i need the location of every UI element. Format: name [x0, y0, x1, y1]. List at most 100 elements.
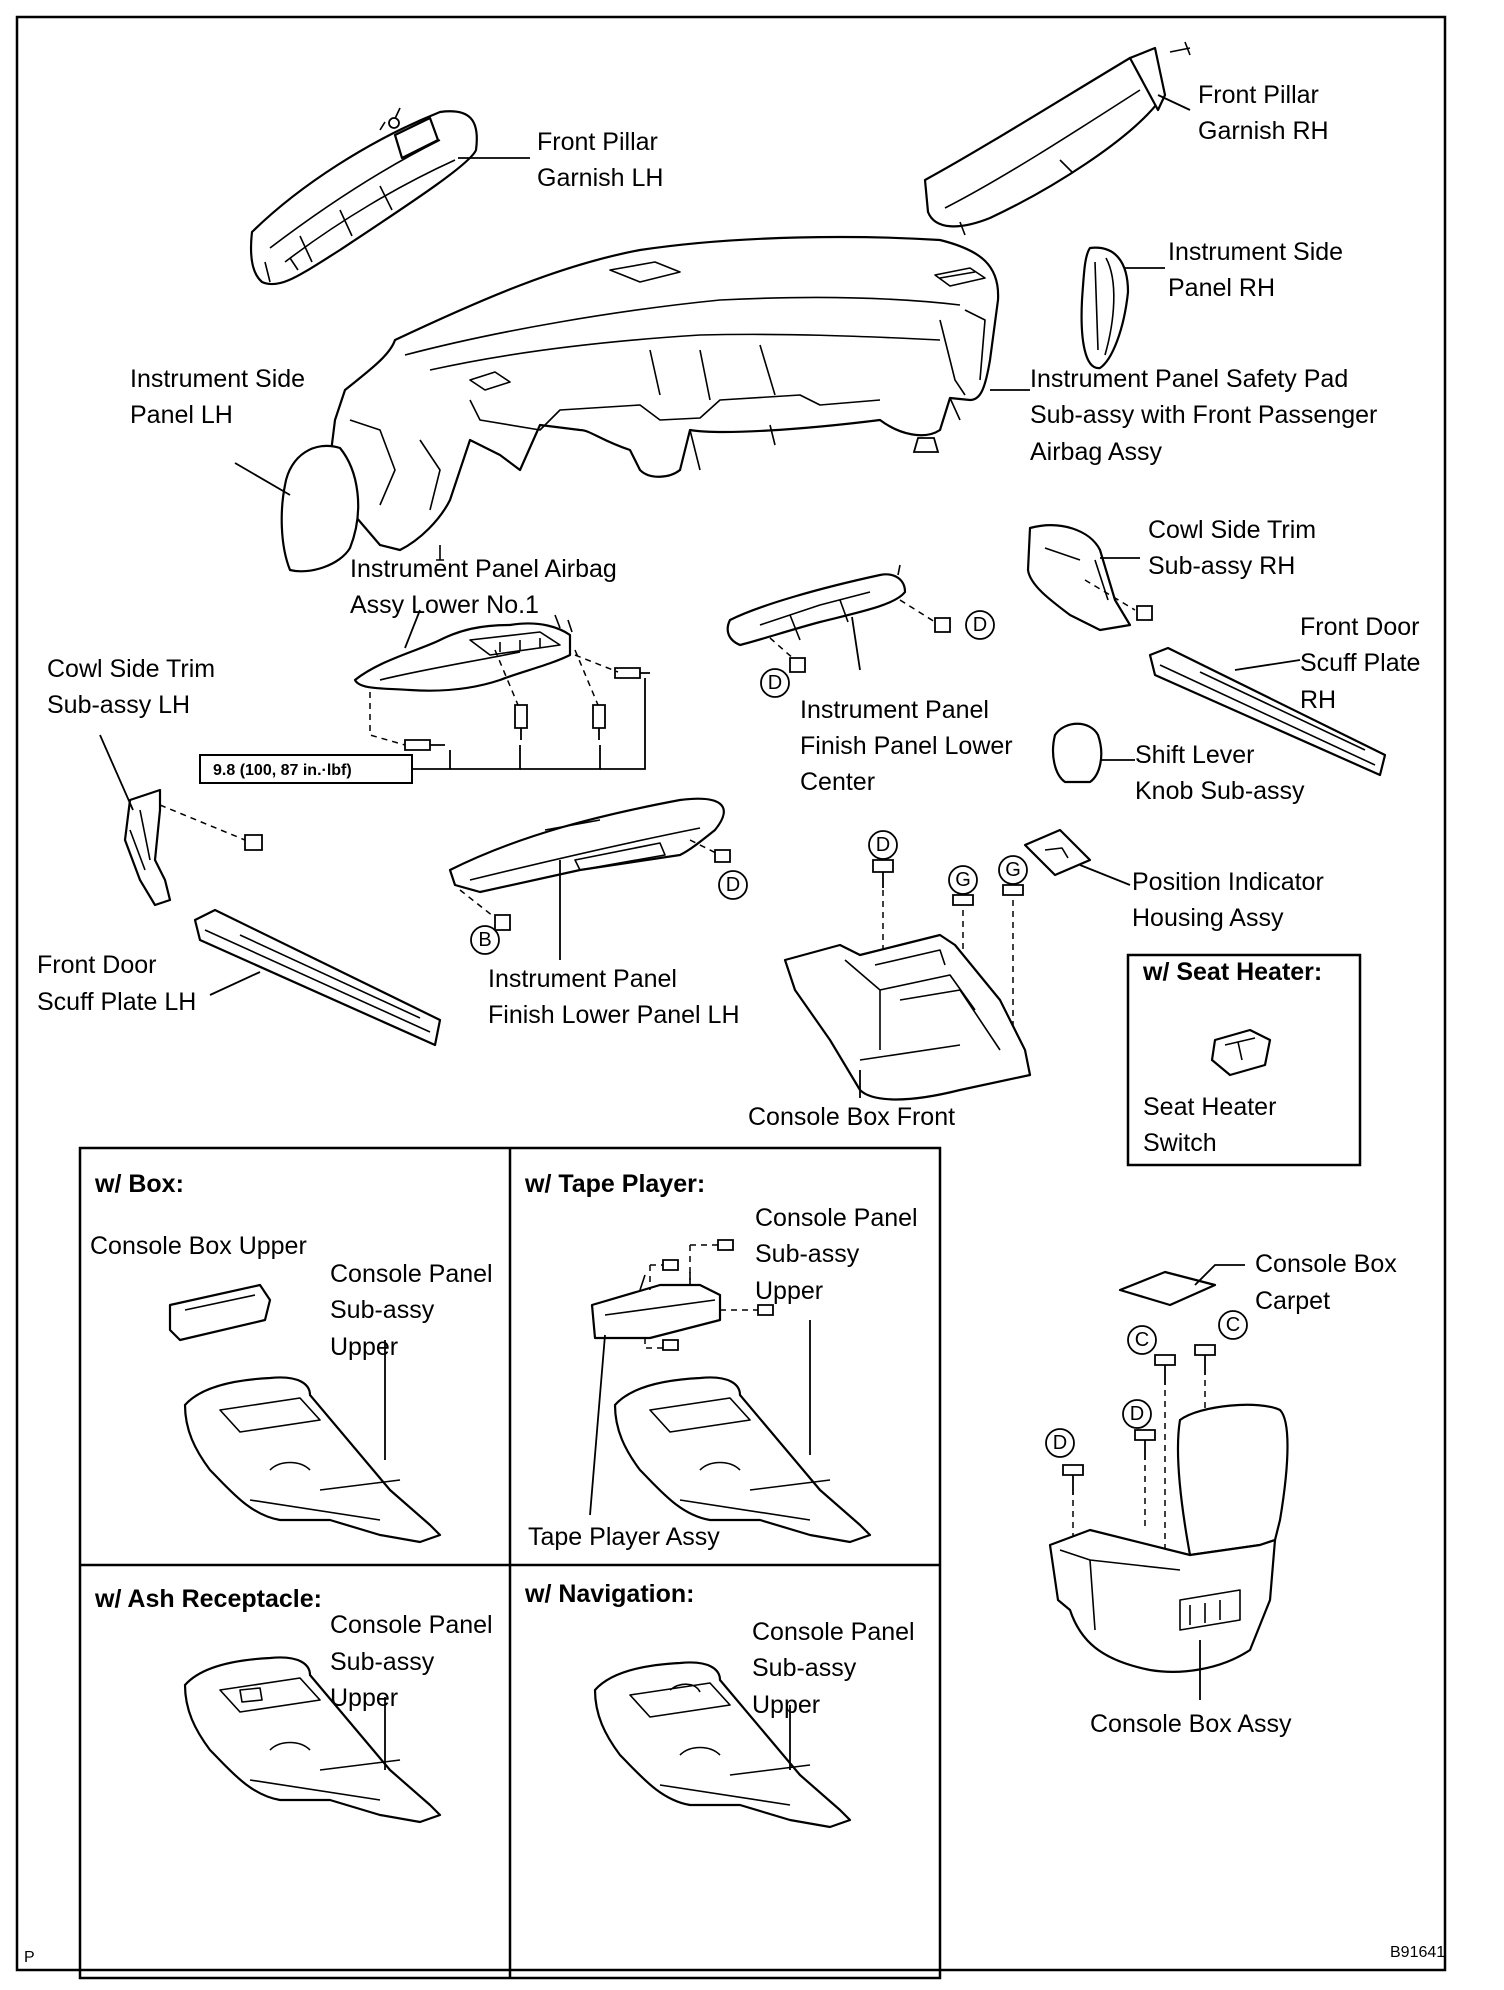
label-carpet-2: Carpet [1255, 1287, 1330, 1315]
variant-ash-panel-1: Console Panel [330, 1611, 493, 1639]
label-airbag-lower-2: Assy Lower No.1 [350, 591, 539, 619]
label-cowl-rh-1: Cowl Side Trim [1148, 516, 1316, 544]
label-finish-lower-lh-1: Instrument Panel [488, 965, 677, 993]
tape-console-panel-part [590, 1272, 872, 1544]
tape-dash-4 [644, 1338, 663, 1349]
torque-spec: 9.8 (100, 87 in.·lbf) [199, 754, 413, 784]
scuff-plate-rh-part [1148, 646, 1387, 777]
cowl-rh-clip [1136, 605, 1153, 621]
airbag-bolts [404, 667, 650, 751]
finish-lower-lh-clip-left [494, 914, 511, 931]
label-seat-heater-switch-2: Switch [1143, 1129, 1217, 1157]
label-finish-lower-lh-2: Finish Lower Panel LH [488, 1001, 740, 1029]
instrument-panel-safety-pad-part [328, 235, 1000, 561]
label-safety-pad-1: Instrument Panel Safety Pad [1030, 365, 1348, 393]
console-box-carpet-part [1118, 1270, 1217, 1307]
console-box-assy-part [1048, 1403, 1289, 1673]
finish-center-dash-left [769, 637, 796, 661]
label-front-pillar-rh-1: Front Pillar [1198, 81, 1319, 109]
label-inst-side-lh-1: Instrument Side [130, 365, 305, 393]
fastener-c-console-box-1: C [1127, 1325, 1157, 1355]
fastener-d-center-left: D [760, 668, 790, 698]
variant-box-panel-1: Console Panel [330, 1260, 493, 1288]
variants-grid [78, 1146, 942, 1980]
label-front-pillar-lh-2: Garnish LH [537, 164, 663, 192]
label-scuff-rh-2: Scuff Plate [1300, 649, 1420, 677]
variant-nav-title: w/ Navigation: [524, 1580, 694, 1608]
cowl-side-trim-rh-part [1026, 524, 1132, 632]
fastener-d-center-right: D [965, 610, 995, 640]
variant-box-panel-2: Sub-assy [330, 1296, 435, 1324]
label-cowl-lh-1: Cowl Side Trim [47, 655, 215, 683]
label-position-indicator-1: Position Indicator [1132, 868, 1324, 896]
fastener-d-console-box-1: D [1122, 1399, 1152, 1429]
fastener-d-console-front: D [868, 830, 898, 860]
svg-text:w/ Seat Heater:: w/ Seat Heater: [1142, 958, 1322, 986]
label-inst-side-lh-2: Panel LH [130, 401, 233, 429]
label-finish-center-1: Instrument Panel [800, 696, 989, 724]
console-front-fasteners [872, 859, 1024, 906]
svg-text:C: C [1135, 1329, 1149, 1351]
svg-text:D: D [1130, 1403, 1144, 1425]
label-safety-pad-3: Airbag Assy [1030, 438, 1163, 466]
label-seat-heater-switch-1: Seat Heater [1143, 1093, 1276, 1121]
diagram-frame [15, 15, 1447, 1972]
label-console-box-assy: Console Box Assy [1090, 1710, 1292, 1738]
box-console-panel-part [168, 1283, 442, 1544]
label-shift-knob-2: Knob Sub-assy [1135, 777, 1305, 805]
corner-right-code: B91641 [1390, 1944, 1445, 1961]
label-inst-side-rh-1: Instrument Side [1168, 238, 1343, 266]
nav-console-panel-part [593, 1661, 852, 1829]
label-shift-knob-1: Shift Lever [1135, 741, 1255, 769]
instrument-side-panel-lh-part [280, 444, 360, 573]
airbag-dashed-lines [369, 649, 619, 746]
svg-text:G: G [1005, 859, 1021, 881]
fastener-g-console-front-2: G [998, 855, 1028, 885]
variant-tape-player-label: Tape Player Assy [528, 1523, 720, 1551]
front-pillar-garnish-rh-part [923, 41, 1191, 236]
variant-nav-panel-3: Upper [752, 1691, 820, 1719]
label-finish-center-3: Center [800, 768, 875, 796]
instrument-side-panel-rh-part [1080, 246, 1130, 370]
shift-knob-part [1051, 722, 1103, 784]
label-cowl-lh-2: Sub-assy LH [47, 691, 190, 719]
finish-center-dash-right [899, 599, 936, 623]
label-front-pillar-rh-2: Garnish RH [1198, 117, 1329, 145]
svg-text:D: D [973, 614, 987, 636]
cowl-lh-dash [159, 804, 246, 841]
svg-text:9.8 (100, 87 in.·lbf): 9.8 (100, 87 in.·lbf) [213, 762, 352, 779]
airbag-lower-part [353, 614, 573, 692]
scuff-plate-lh-part [193, 908, 442, 1047]
label-carpet-1: Console Box [1255, 1250, 1397, 1278]
svg-text:G: G [955, 869, 971, 891]
variant-nav-panel-1: Console Panel [752, 1618, 915, 1646]
label-scuff-rh-3: RH [1300, 686, 1336, 714]
label-front-pillar-lh-1: Front Pillar [537, 128, 658, 156]
cowl-rh-dash [1084, 579, 1136, 611]
fastener-g-console-front-1: G [948, 865, 978, 895]
label-scuff-lh-2: Scuff Plate LH [37, 988, 196, 1016]
label-finish-center-2: Finish Panel Lower [800, 732, 1013, 760]
label-cowl-rh-2: Sub-assy RH [1148, 552, 1295, 580]
ash-console-panel-part [183, 1656, 442, 1824]
label-airbag-lower-1: Instrument Panel Airbag [350, 555, 617, 583]
variant-ash-title: w/ Ash Receptacle: [94, 1585, 322, 1613]
console-box-c-fasteners [1062, 1344, 1216, 1495]
label-scuff-lh-1: Front Door [37, 951, 156, 979]
svg-text:C: C [1226, 1314, 1240, 1336]
corner-left-mark: P [24, 1949, 35, 1966]
svg-text:D: D [876, 834, 890, 856]
variant-ash-panel-3: Upper [330, 1684, 398, 1712]
leader-lines [99, 94, 1301, 1770]
fastener-d-console-box-2: D [1045, 1428, 1075, 1458]
seat-heater-switch-part [1210, 1028, 1272, 1077]
label-scuff-rh-1: Front Door [1300, 613, 1419, 641]
finish-lower-lh-part [448, 797, 725, 894]
svg-text:D: D [726, 874, 740, 896]
finish-lower-lh-dash-left [459, 889, 499, 921]
finish-center-clip-right [934, 617, 951, 633]
finish-center-clip-left [789, 657, 806, 673]
finish-panel-center-part [726, 564, 907, 647]
variant-box-panel-3: Upper [330, 1333, 398, 1361]
